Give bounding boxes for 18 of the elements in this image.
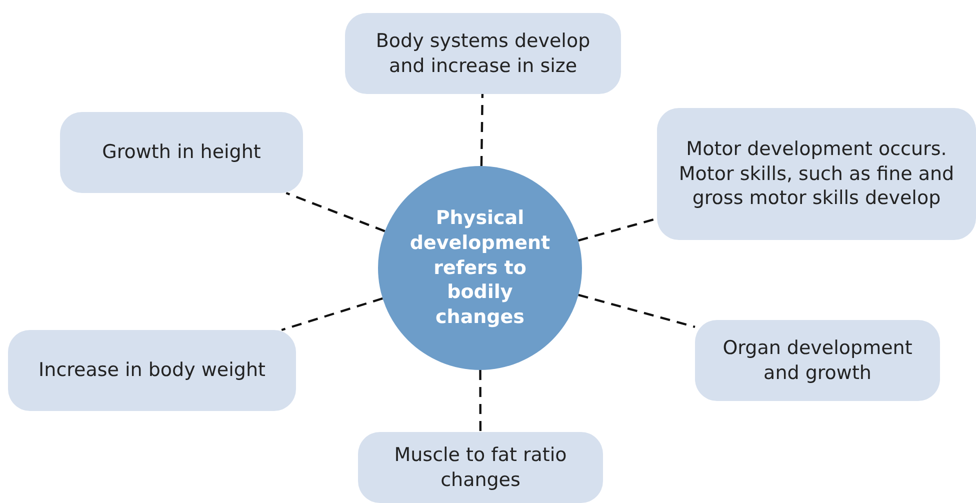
dashed-connector bbox=[578, 294, 696, 328]
topic-box bbox=[60, 112, 303, 193]
topic-box bbox=[657, 108, 976, 240]
node-text: Increase in body weight bbox=[38, 358, 266, 383]
topic-box bbox=[695, 320, 940, 401]
node-text: Muscle to fat ratio changes bbox=[393, 442, 568, 492]
node-text: Growth in height bbox=[102, 140, 261, 165]
node-text: Physical development refers to bodily changes bbox=[408, 206, 552, 330]
topic-box bbox=[345, 13, 621, 94]
node-text: Motor development occurs. Motor skills, such as fine and gross motor skills develop bbox=[678, 136, 956, 212]
node-text: Body systems develop and increase in size bbox=[374, 28, 592, 78]
dashed-connector bbox=[479, 370, 482, 432]
dashed-connector bbox=[281, 297, 383, 332]
node-text: Organ development and growth bbox=[722, 336, 914, 386]
dashed-connector bbox=[480, 94, 484, 166]
topic-box bbox=[8, 330, 296, 411]
topic-box bbox=[358, 432, 603, 503]
dashed-connector bbox=[286, 192, 386, 232]
